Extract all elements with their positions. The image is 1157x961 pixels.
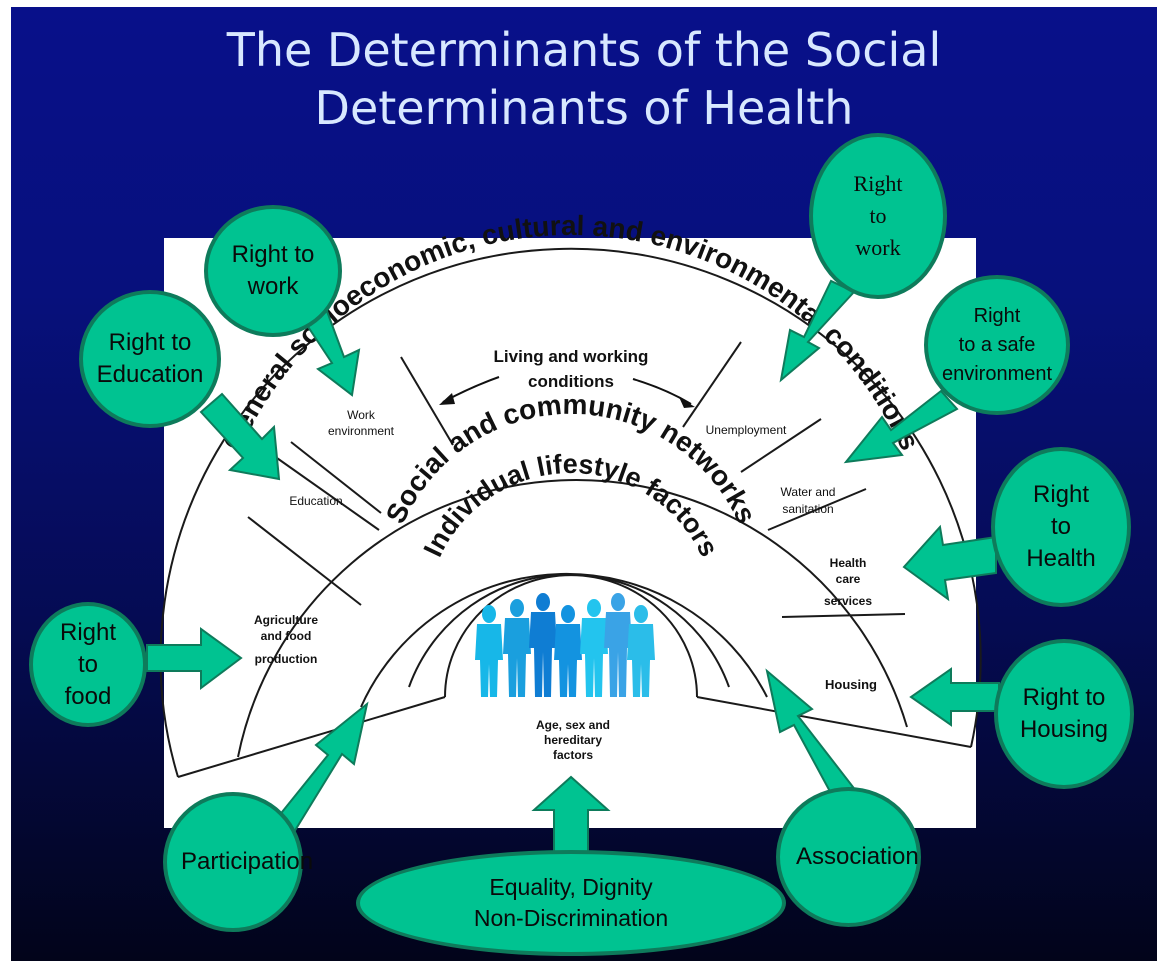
agriculture-label-2: and food bbox=[261, 629, 312, 643]
education-label: Education bbox=[289, 494, 342, 508]
slide-title: The Determinants of the Social Determina… bbox=[11, 21, 1157, 137]
bubble-participation: Participation bbox=[163, 792, 313, 932]
agriculture-label-1: Agriculture bbox=[254, 613, 318, 627]
work-environment-label-2: environment bbox=[328, 424, 395, 438]
person-figure bbox=[580, 599, 608, 697]
person-figure bbox=[604, 593, 632, 697]
arrow-right-to-safe-environment bbox=[843, 389, 959, 464]
bubble-right-to-safe-environment: Right to a safe environment bbox=[924, 275, 1070, 415]
bubble-right-to-health: Right to Health bbox=[991, 447, 1131, 607]
slide-background: The Determinants of the Social Determina… bbox=[11, 7, 1157, 961]
bubble-right-to-education: Right to Education bbox=[79, 290, 221, 428]
bubble-right-to-safe-environment-label: Right to a safe environment bbox=[941, 304, 1053, 385]
bubble-right-to-work-left-label: Right to work bbox=[231, 241, 315, 300]
bubble-association-label: Association bbox=[796, 843, 919, 870]
arrow-right-to-education bbox=[199, 392, 281, 481]
living-conditions-label-2: conditions bbox=[528, 372, 614, 391]
agriculture-label-3: production bbox=[255, 652, 318, 666]
rainbow-diagram: General socioeconomic, cultural and envi… bbox=[146, 210, 1000, 878]
housing-label: Housing bbox=[825, 677, 877, 692]
arrow-association bbox=[765, 668, 855, 799]
title-line-2: Determinants of Health bbox=[314, 81, 854, 135]
person-figure bbox=[554, 605, 582, 697]
health-care-label-3: services bbox=[824, 594, 872, 608]
bubble-right-to-work-left: Right to work bbox=[204, 205, 342, 337]
arrow-right-to-health bbox=[902, 524, 997, 602]
bubble-right-to-education-label: Right to Education bbox=[96, 329, 204, 388]
arrow-right-to-housing bbox=[909, 667, 1000, 727]
health-care-label-1: Health bbox=[830, 556, 867, 570]
bubble-right-to-food-label: Right to food bbox=[59, 618, 117, 710]
rights-arrows bbox=[146, 279, 1000, 878]
person-figure bbox=[503, 599, 531, 697]
diagram-arcs bbox=[159, 247, 982, 778]
bubble-right-to-housing-label: Right to Housing bbox=[1019, 684, 1109, 743]
arrow-right-to-food bbox=[146, 627, 243, 690]
individual-ring-label: Individual lifestyle factors bbox=[418, 449, 725, 561]
person-figure bbox=[475, 605, 503, 697]
core-label-2: hereditary bbox=[544, 733, 602, 747]
core-label-3: factors bbox=[553, 748, 593, 762]
arrow-participation bbox=[272, 701, 369, 839]
bubble-right-to-work-right: Right to work bbox=[809, 133, 947, 299]
person-figure bbox=[627, 605, 655, 697]
work-environment-label-1: Work bbox=[347, 408, 376, 422]
water-sanitation-label-2: sanitation bbox=[782, 502, 833, 516]
bubble-right-to-health-label: Right to Health bbox=[1026, 481, 1096, 572]
person-figure bbox=[529, 593, 557, 697]
arrow-right-to-work-right bbox=[779, 279, 856, 383]
bubble-association: Association bbox=[776, 787, 921, 927]
diagram-panel bbox=[164, 238, 976, 828]
bubble-right-to-work-right-label: Right to work bbox=[853, 171, 903, 260]
bubble-right-to-housing: Right to Housing bbox=[994, 639, 1134, 789]
title-line-1: The Determinants of the Social bbox=[226, 23, 942, 77]
people-illustration bbox=[475, 593, 655, 697]
bubble-equality-label: Equality, Dignity Non-Discrimination bbox=[473, 874, 669, 931]
unemployment-label: Unemployment bbox=[706, 423, 787, 437]
core-label-1: Age, sex and bbox=[536, 718, 610, 732]
health-care-label-2: care bbox=[836, 572, 861, 586]
bubble-equality: Equality, Dignity Non-Discrimination bbox=[356, 850, 786, 956]
bubble-right-to-food: Right to food bbox=[29, 602, 147, 727]
bubble-participation-label: Participation bbox=[181, 848, 314, 875]
water-sanitation-label-1: Water and bbox=[781, 485, 836, 499]
living-conditions-label-1: Living and working bbox=[494, 347, 649, 366]
